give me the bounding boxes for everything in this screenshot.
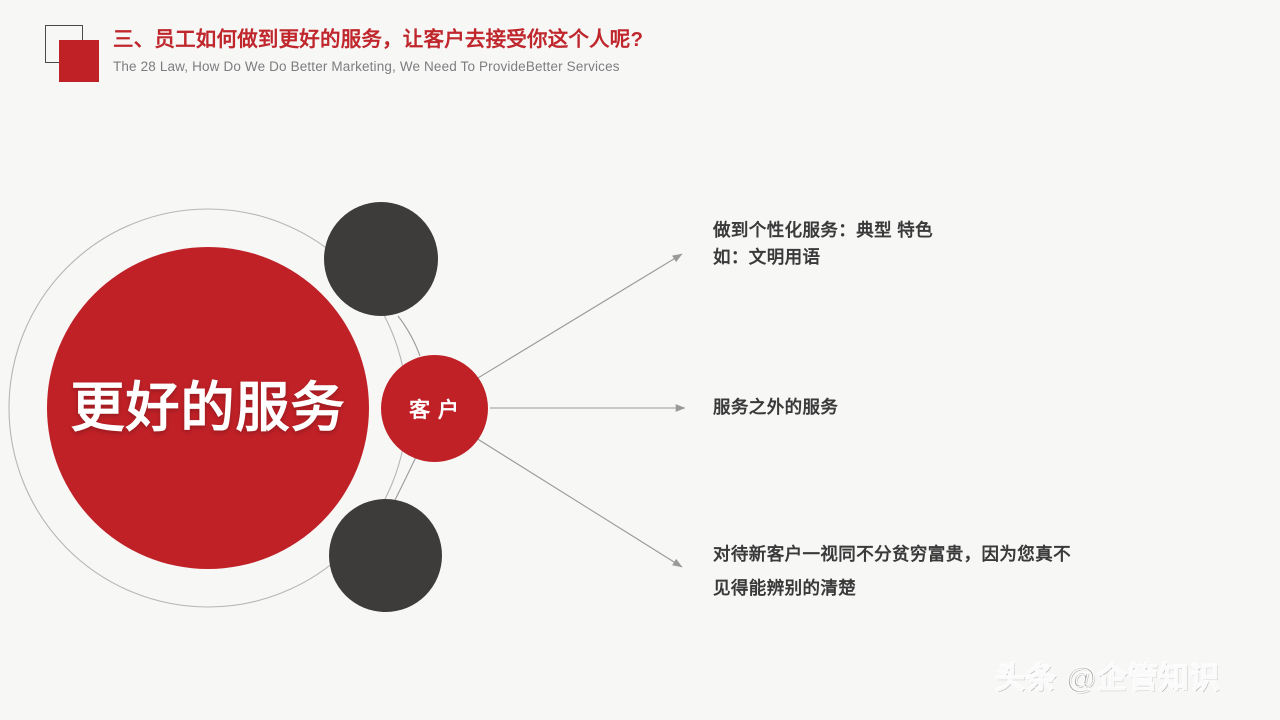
- callout-1-line-2: 如：文明用语: [713, 247, 821, 268]
- callout-2-line-1: 服务之外的服务: [713, 397, 839, 417]
- arrow-to-callout-3: [467, 432, 683, 568]
- sub-node-label: 客 户: [409, 398, 460, 422]
- sub-node-customer[interactable]: 客 户: [381, 355, 488, 462]
- callout-text-2: 服务之外的服务: [713, 394, 838, 421]
- callout-text-3: 对待新客户一视同不分贫穷富贵，因为您真不 见得能辨别的清楚: [713, 537, 1071, 605]
- callout-3-line-2: 见得能辨别的清楚: [713, 578, 857, 599]
- callout-1-line-1: 做到个性化服务：典型 特色: [713, 220, 934, 240]
- dark-node-bottom[interactable]: [329, 499, 442, 612]
- watermark: 头条 @企管知识: [994, 661, 1221, 695]
- slide-header: 三、员工如何做到更好的服务，让客户去接受你这个人呢? The 28 Law, H…: [0, 0, 1280, 110]
- connector-bottom-arc: [393, 456, 417, 503]
- main-node-label: 更好的服务: [70, 378, 346, 438]
- callout-text-1: 做到个性化服务：典型 特色 如：文明用语: [713, 217, 933, 271]
- main-node-better-service[interactable]: 更好的服务: [47, 247, 369, 569]
- dark-node-top[interactable]: [324, 202, 438, 316]
- page-title: 三、员工如何做到更好的服务，让客户去接受你这个人呢?: [113, 28, 644, 51]
- page-subtitle: The 28 Law, How Do We Do Better Marketin…: [113, 58, 620, 74]
- logo-mark: [45, 25, 107, 87]
- connector-top-arc: [397, 315, 421, 357]
- callout-3-line-1: 对待新客户一视同不分贫穷富贵，因为您真不: [713, 544, 1071, 564]
- title-block: 三、员工如何做到更好的服务，让客户去接受你这个人呢? The 28 Law, H…: [113, 27, 643, 74]
- arrow-to-callout-1: [467, 253, 683, 385]
- square-filled-icon: [59, 40, 99, 82]
